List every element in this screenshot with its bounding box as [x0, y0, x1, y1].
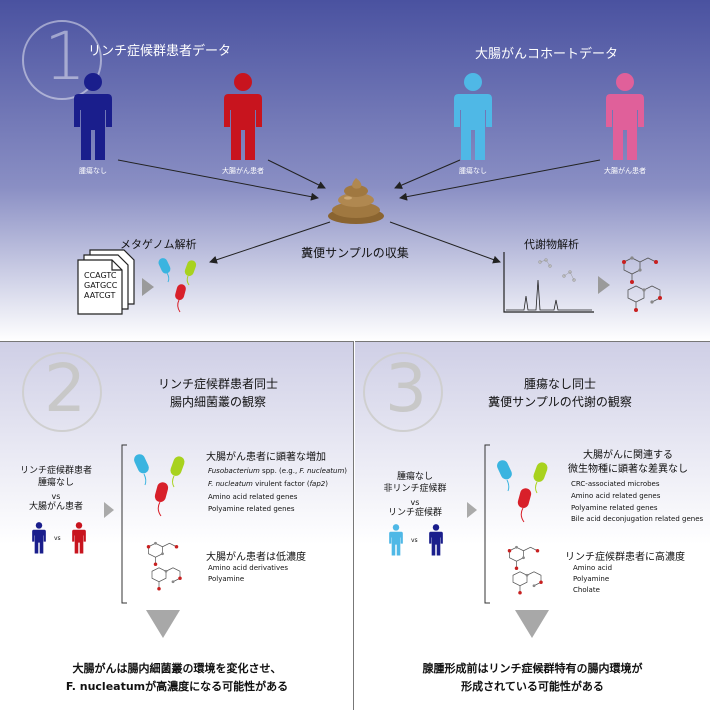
panel2-group2-line: 大腸がん患者 [28, 502, 83, 512]
microbe-item-1: Fusobacterium spp. (e.g., F. nucleatum) [208, 466, 347, 476]
person-icon-dark-blue [429, 524, 443, 556]
metabolite-finding-heading: 大腸がん患者は低濃度 [206, 552, 306, 563]
microbe-item-2-post: ) [325, 480, 328, 488]
bracket [121, 444, 127, 604]
dna-seq-line-3: AATCGT [84, 291, 116, 300]
panel3-vs-text: vs [410, 498, 420, 507]
document-stack-icon [77, 249, 135, 315]
lynch-data-title: リンチ症候群患者データ [88, 44, 232, 59]
person-label-3: 腫瘍なし [459, 167, 487, 175]
metabolite-molecule-icons [146, 541, 182, 591]
panel2-group1-line2: 腫瘍なし [37, 478, 74, 488]
panel3-group2-line: リンチ症候群 [387, 508, 442, 518]
microbe-finding-heading-1: 大腸がんに関連する [583, 450, 673, 461]
person-label-4: 大腸がん患者 [604, 167, 646, 175]
microbe-finding-heading: 大腸がん患者に顕著な増加 [206, 452, 326, 463]
pair-vs-text: vs [411, 537, 418, 544]
microbe-item-2-mid: virulent factor ( [252, 480, 310, 488]
panel2-title-line1: リンチ症候群患者同士 [157, 377, 278, 391]
person-label-1: 腫瘍なし [79, 167, 107, 175]
metabolite-molecule-icons [507, 545, 543, 595]
stool-sample-icon [328, 178, 384, 224]
metabolite-item-2: Polyamine [208, 575, 245, 583]
dna-seq-line-2: GATGCC [84, 281, 118, 290]
metabolomics-label: 代謝物解析 [524, 238, 579, 251]
metabolite-item-3: Cholate [573, 586, 600, 594]
crc-cohort-title: 大腸がんコホートデータ [475, 47, 619, 62]
step-2-circle [22, 352, 102, 432]
panel2-title-line2: 腸内細菌叢の観察 [169, 395, 266, 409]
panel3-title-line2: 糞便サンプルの代謝の観察 [488, 395, 632, 409]
metagenomics-label: メタゲノム解析 [120, 238, 197, 251]
gray-arrow-icon [104, 502, 114, 518]
panel2-vs-text: vs [51, 492, 61, 501]
step-2-number: 2 [44, 350, 86, 427]
panel-no-tumor-metabolism: 3 腫瘍なし同士 糞便サンプルの代謝の観察 腫瘍なし 非リンチ症候群 vs リン… [355, 341, 710, 710]
microbe-item-1-italic: Fusobacterium [208, 467, 260, 475]
microbe-item-2-italic2: fap2 [309, 480, 326, 488]
panel2-conclusion-line2: F. nucleatumが高濃度になる可能性がある [65, 680, 289, 693]
microbe-item-2: Amino acid related genes [571, 492, 661, 500]
panel-lynch-microbiome: 2 リンチ症候群患者同士 腸内細菌叢の観察 リンチ症候群患者 腫瘍なし vs 大… [0, 341, 354, 710]
microbe-item-2: F. nucleatum virulent factor (fap2) [208, 479, 328, 489]
bacteria-icons [134, 454, 185, 517]
metabolite-item-2: Polyamine [573, 575, 610, 583]
chromatogram-chart-icon [503, 252, 594, 313]
panel3-group1-line2: 非リンチ症候群 [383, 484, 447, 494]
gray-arrow-icon [598, 276, 610, 294]
metabolite-item-1: Amino acid [573, 564, 613, 572]
panel3-title-line1: 腫瘍なし同士 [523, 377, 596, 391]
metabolite-molecule-icons [622, 256, 662, 312]
panel3-conclusion-line1: 腺腫形成前はリンチ症候群特有の腸内環境が [422, 662, 643, 675]
pair-vs-text: vs [54, 535, 61, 542]
bacteria-icons [497, 460, 548, 523]
microbe-item-4: Polyamine related genes [208, 505, 295, 513]
person-icon-cohort-no-tumor [454, 73, 492, 160]
gray-arrow-icon [467, 502, 477, 518]
stool-collection-label: 糞便サンプルの収集 [301, 246, 409, 260]
microbe-item-1: CRC-associated microbes [571, 480, 660, 488]
gray-arrow-icon [142, 278, 154, 296]
panel2-group1-line1: リンチ症候群患者 [19, 466, 92, 476]
bracket [484, 444, 490, 604]
down-arrow-icon [515, 610, 549, 638]
panel2-conclusion-line1: 大腸がんは腸内細菌叢の環境を変化させ、 [72, 662, 282, 675]
metabolite-finding-heading: リンチ症候群患者に高濃度 [565, 552, 685, 563]
microbe-item-1-italic2: F. nucleatum [299, 467, 345, 475]
person-icon-dark-blue [32, 522, 46, 554]
microbe-item-3: Amino acid related genes [208, 493, 298, 501]
person-icon-light-blue [389, 524, 403, 556]
microbe-item-1-mid: spp. (e.g., [259, 467, 300, 475]
panel3-conclusion-line2: 形成されている可能性がある [461, 680, 604, 693]
microbe-item-3: Polyamine related genes [571, 504, 658, 512]
person-icon-red [72, 522, 86, 554]
step-3-circle [363, 352, 443, 432]
collection-arrows [117, 159, 601, 264]
microbe-item-4: Bile acid deconjugation related genes [571, 515, 704, 523]
panel-data-collection: 1 リンチ症候群患者データ 大腸がんコホートデータ 腫瘍なし 大腸がん患者 腫瘍… [0, 0, 710, 341]
microbe-finding-heading-2: 微生物種に顕著な差異なし [568, 464, 688, 475]
person-icon-cohort-crc [606, 73, 644, 160]
bacteria-icons [158, 258, 197, 313]
metabolite-item-1: Amino acid derivatives [208, 564, 289, 572]
person-icon-lynch-no-tumor [74, 73, 112, 160]
step-3-number: 3 [385, 350, 427, 427]
microbe-item-2-italic: F. nucleatum [208, 480, 253, 488]
microbe-item-1-post: ) [344, 467, 347, 475]
person-label-2: 大腸がん患者 [222, 167, 264, 175]
panel3-group1-line1: 腫瘍なし [396, 472, 433, 482]
person-icon-lynch-crc [224, 73, 262, 160]
down-arrow-icon [146, 610, 180, 638]
step-1-number: 1 [44, 18, 86, 95]
dna-seq-line-1: CCAGTC [84, 271, 117, 280]
step-1-circle [22, 20, 102, 100]
